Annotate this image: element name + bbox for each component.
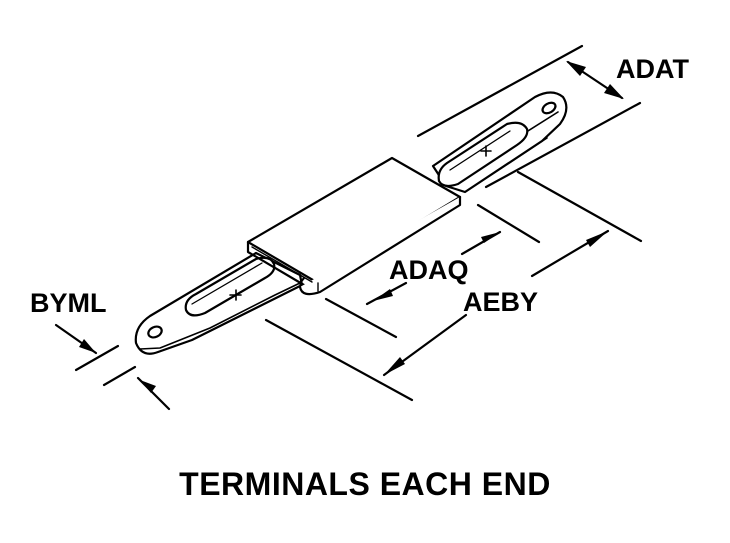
diagram-caption: TERMINALS EACH END <box>179 466 551 502</box>
adaq-label: ADAQ <box>389 255 469 285</box>
adaq-dimension <box>324 203 541 339</box>
byml-label: BYML <box>30 288 107 318</box>
adat-label: ADAT <box>616 54 689 84</box>
right-terminal-tab <box>431 91 568 194</box>
adat-dimension <box>416 44 642 189</box>
aeby-label: AEBY <box>463 287 539 317</box>
aeby-dimension <box>264 170 643 402</box>
center-sleeve <box>246 156 462 296</box>
left-terminal-tab <box>134 251 304 355</box>
byml-dimension <box>54 323 171 411</box>
